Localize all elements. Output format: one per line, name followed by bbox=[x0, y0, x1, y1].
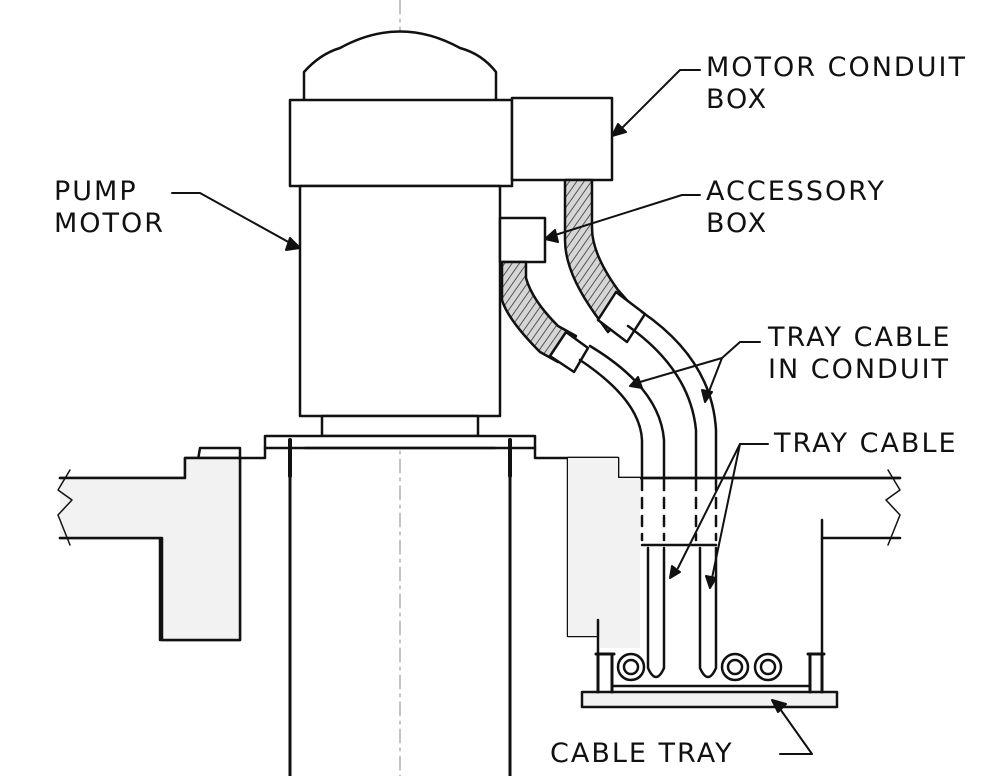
leader-tray-cable-in-conduit-2 bbox=[707, 357, 723, 395]
conduit-hidden-in-slab bbox=[640, 478, 718, 542]
conduit-fitting-left bbox=[548, 330, 590, 374]
motor-base-collar bbox=[320, 414, 480, 438]
leader-motor-conduit-box bbox=[621, 69, 701, 129]
floor-left-outline bbox=[58, 456, 242, 642]
concrete-floor bbox=[57, 446, 902, 648]
conduits bbox=[500, 178, 718, 547]
leader-tray-cable bbox=[677, 443, 769, 569]
accessory-box bbox=[498, 216, 547, 264]
label-motor-conduit-box: MOTOR CONDUIT BOX bbox=[706, 52, 967, 116]
tray-cables bbox=[646, 546, 718, 679]
cable-bundle-3-core bbox=[759, 658, 777, 676]
cable-bundle-2-core bbox=[726, 658, 744, 676]
leader-tray-cable-in-conduit bbox=[639, 341, 761, 383]
label-tray-cable-line-1: TRAY CABLE bbox=[774, 428, 958, 459]
label-tray-cable: TRAY CABLE bbox=[774, 428, 958, 460]
rigid-conduit-left bbox=[578, 344, 666, 478]
motor-conduit-box bbox=[510, 96, 614, 182]
pump-motor bbox=[263, 30, 537, 450]
label-pump-motor: PUMP MOTOR bbox=[54, 176, 165, 240]
motor-mounting-plate bbox=[263, 434, 537, 450]
label-tray-cable-in-conduit: TRAY CABLE IN CONDUIT bbox=[768, 322, 952, 386]
label-cable-tray: CABLE TRAY bbox=[550, 738, 734, 770]
label-tray-cable-in-conduit-line-2: IN CONDUIT bbox=[768, 354, 951, 385]
label-accessory-box: ACCESSORY BOX bbox=[706, 176, 886, 240]
arrow-cable-tray bbox=[771, 699, 787, 713]
label-motor-conduit-box-line-2: BOX bbox=[706, 84, 769, 115]
tray-bottom-rail bbox=[580, 690, 839, 709]
arrow-accessory-box bbox=[544, 229, 559, 243]
label-cable-tray-line-1: CABLE TRAY bbox=[550, 738, 734, 769]
arrow-conduit-2 bbox=[701, 389, 713, 403]
leader-cable-tray bbox=[777, 705, 813, 755]
break-line-right bbox=[885, 469, 901, 546]
motor-dome bbox=[302, 30, 498, 102]
leader-tray-cable-2 bbox=[711, 443, 741, 579]
rigid-conduit-right bbox=[626, 310, 718, 478]
label-accessory-box-line-1: ACCESSORY bbox=[706, 176, 886, 207]
cable-bundle-1-core bbox=[622, 658, 640, 676]
motor-top-housing bbox=[288, 98, 514, 188]
break-line-left bbox=[57, 469, 73, 546]
tray-cable-left bbox=[646, 546, 666, 679]
arrow-tray-cable-1 bbox=[669, 565, 681, 579]
arrow-pump-motor bbox=[285, 237, 301, 251]
floor-right-fill bbox=[568, 458, 640, 648]
leader-lines bbox=[171, 69, 813, 755]
pump-column bbox=[288, 438, 512, 776]
leader-accessory-box bbox=[551, 194, 701, 237]
label-accessory-box-line-2: BOX bbox=[706, 208, 769, 239]
motor-body bbox=[298, 184, 502, 418]
label-pump-motor-line-2: MOTOR bbox=[54, 208, 166, 239]
label-tray-cable-in-conduit-line-1: TRAY CABLE bbox=[768, 322, 952, 353]
arrow-tray-cable-2 bbox=[705, 575, 717, 589]
label-pump-motor-line-1: PUMP bbox=[54, 176, 138, 207]
arrow-conduit-1 bbox=[629, 376, 643, 389]
leader-pump-motor bbox=[171, 192, 293, 245]
tray-cable-right bbox=[698, 546, 718, 679]
label-motor-conduit-box-line-1: MOTOR CONDUIT bbox=[706, 52, 967, 83]
arrow-motor-conduit-box bbox=[611, 123, 627, 137]
